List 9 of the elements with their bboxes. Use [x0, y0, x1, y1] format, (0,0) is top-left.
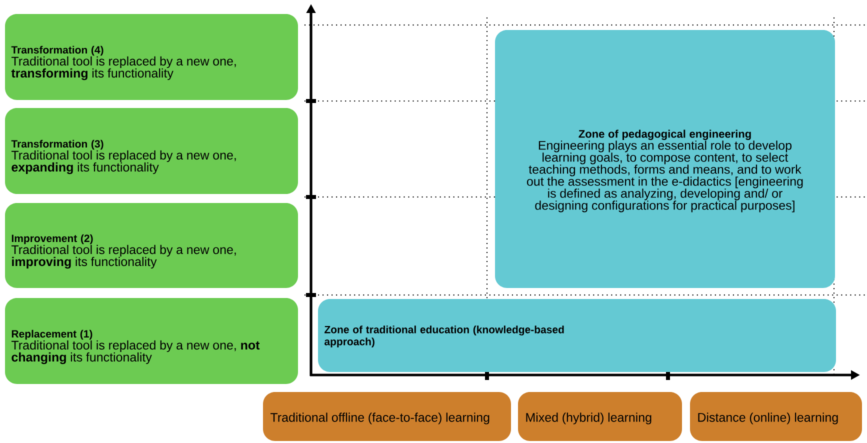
level-box: Replacement (1) Traditional tool is replaced by a new one, not changing its functionality [5, 298, 298, 384]
learning-mode-box: Distance (online) learning [690, 392, 862, 441]
level-box: Transformation (4) Traditional tool is replaced by a new one, transforming its functionality [5, 14, 298, 100]
level-box: Transformation (3) Traditional tool is replaced by a new one, expanding its functionality [5, 108, 298, 194]
learning-mode-box: Traditional offline (face-to-face) learning [263, 392, 511, 441]
zone-box: Zone of traditional education (knowledge-based approach) [318, 299, 836, 372]
level-box: Improvement (2) Traditional tool is replaced by a new one, improving its functionality [5, 203, 298, 288]
learning-mode-box: Mixed (hybrid) learning [518, 392, 682, 441]
zone-box: Zone of pedagogical engineering Engineering plays an essential role to develop learning goals, to compose content, to select teaching methods, forms and means, and to work out the assessment in the e-didactics [engineering is defined as analyzing, developing and/ or designing configurations for practical purposes] [495, 30, 835, 288]
